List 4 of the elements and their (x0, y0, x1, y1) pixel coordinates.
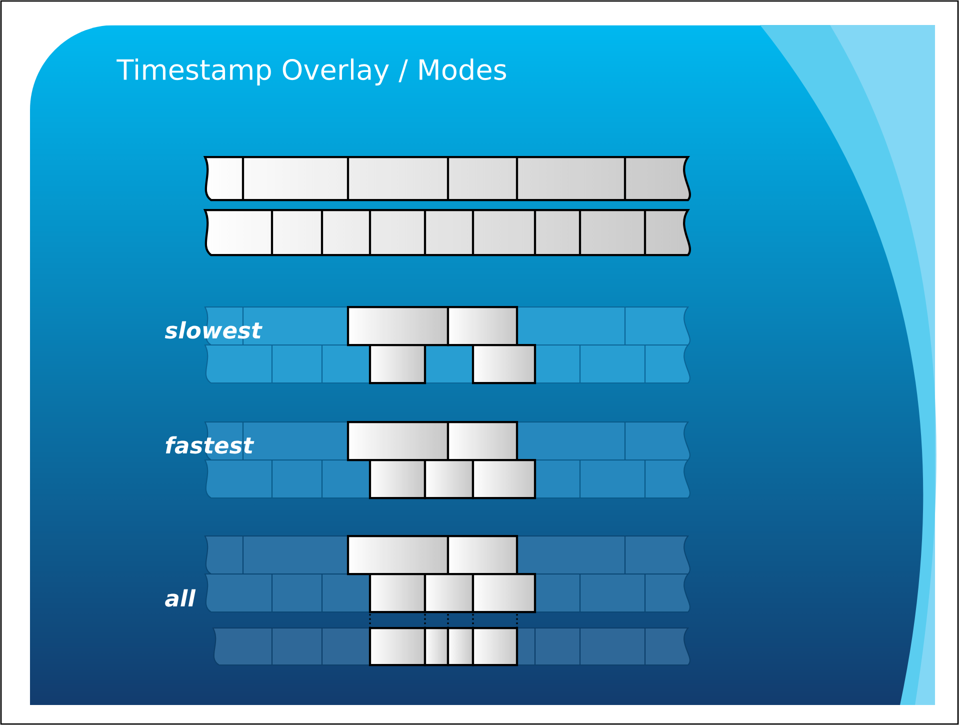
mode-label: fastest (166, 436, 254, 454)
mode-label: all (165, 589, 196, 607)
slide-title: Timestamp Overlay / Modes (116, 58, 506, 86)
mode-label: slowest (164, 321, 262, 339)
